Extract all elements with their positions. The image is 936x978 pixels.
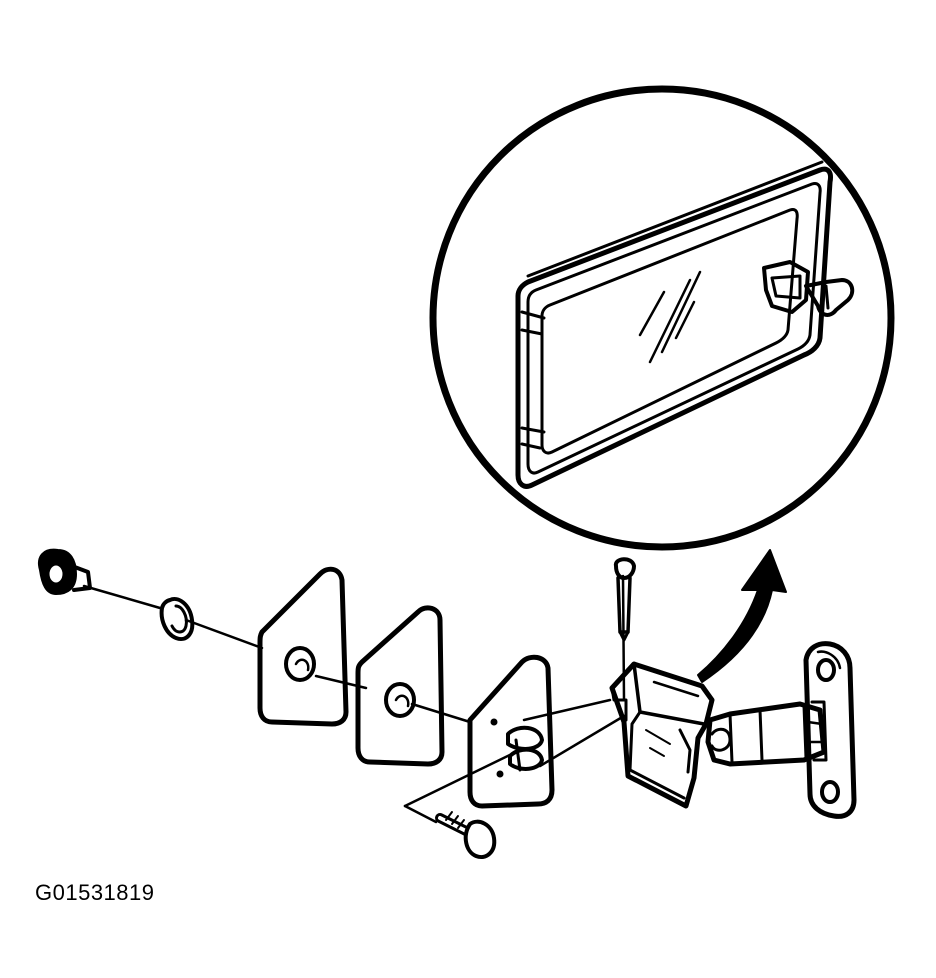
figure-id-label: G01531819: [35, 880, 155, 905]
bolt-icon: [435, 811, 497, 859]
assembly-lines: [82, 574, 626, 824]
hinge-arm-icon: [705, 701, 827, 767]
window-glass-icon: [515, 160, 833, 489]
nut-icon: [38, 548, 92, 595]
latch-icon: [762, 260, 855, 317]
arrow-icon: [697, 549, 787, 683]
hinge-body-icon: [609, 661, 715, 809]
mounting-bracket-icon: [803, 641, 857, 819]
hinge-plate-icon: [467, 654, 555, 809]
spacer-plate-icon: [355, 605, 445, 767]
detail-circle: [429, 85, 895, 551]
spacer-plate-icon: [257, 566, 349, 727]
detail-view: [429, 85, 895, 551]
pin-icon: [613, 557, 636, 642]
washer-icon: [159, 597, 195, 641]
